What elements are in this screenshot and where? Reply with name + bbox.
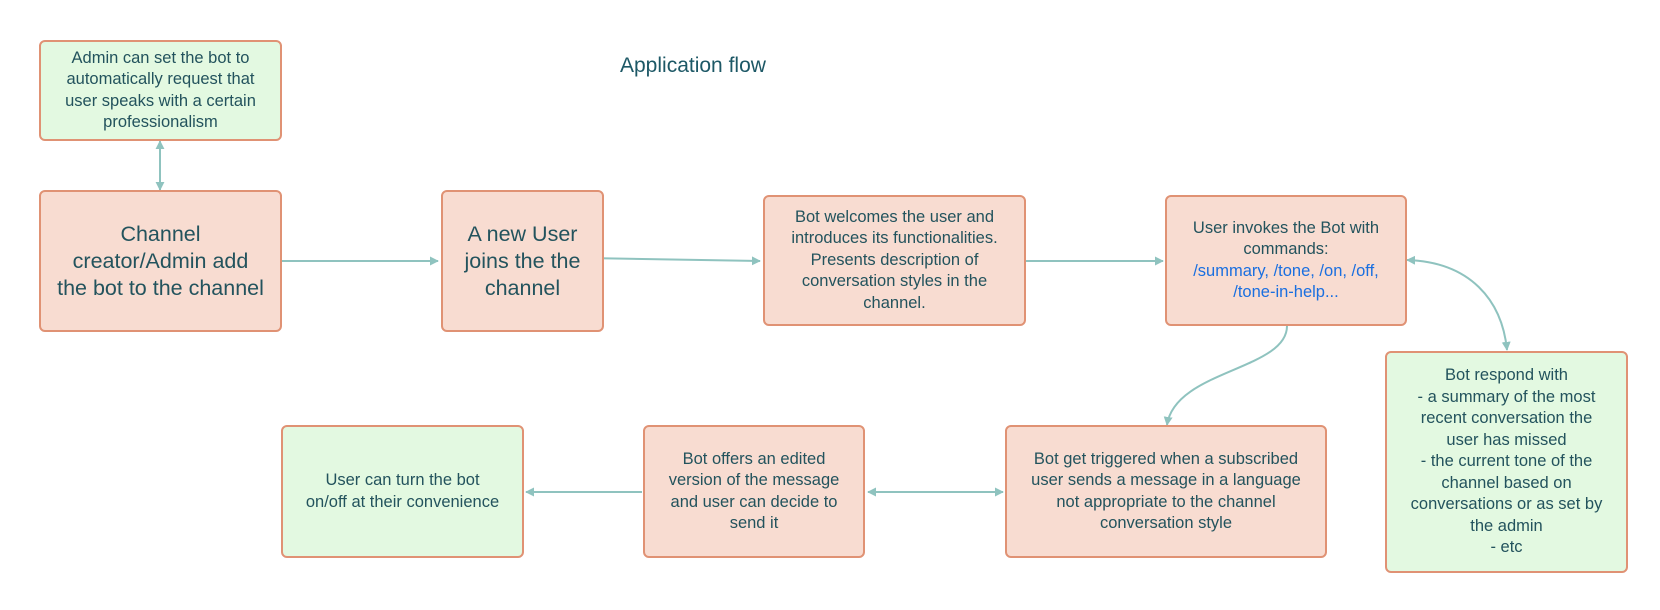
node-user-toggle: User can turn the bot on/off at their co… — [281, 425, 524, 558]
node-channel-creator-text: Channel creator/Admin add the bot to the… — [57, 221, 264, 300]
node-bot-triggered-text: Bot get triggered when a subscribed user… — [1031, 449, 1301, 533]
node-bot-triggered: Bot get triggered when a subscribed user… — [1005, 425, 1327, 558]
connector-user-invokes-to-bot-triggered — [1163, 325, 1288, 426]
node-bot-welcomes-text: Bot welcomes the user and introduces its… — [791, 207, 998, 312]
node-new-user: A new User joins the the channel — [441, 190, 604, 332]
node-user-invokes-content: User invokes the Bot with commands: /sum… — [1193, 218, 1379, 304]
node-bot-respond: Bot respond with - a summary of the most… — [1385, 351, 1628, 573]
node-admin-setting: Admin can set the bot to automatically r… — [39, 40, 282, 141]
connector-user-invokes-to-bot-respond — [1406, 255, 1511, 351]
node-admin-setting-text: Admin can set the bot to automatically r… — [65, 48, 256, 132]
node-bot-offers-text: Bot offers an edited version of the mess… — [668, 449, 840, 533]
node-user-invokes-commands: /summary, /tone, /on, /off, /tone-in-hel… — [1193, 261, 1379, 302]
node-user-invokes: User invokes the Bot with commands: /sum… — [1165, 195, 1407, 326]
node-bot-respond-text: Bot respond with - a summary of the most… — [1410, 366, 1603, 557]
node-channel-creator: Channel creator/Admin add the bot to the… — [39, 190, 282, 332]
node-user-invokes-text: User invokes the Bot with commands: — [1192, 218, 1380, 259]
node-user-toggle-text: User can turn the bot on/off at their co… — [305, 471, 500, 511]
node-bot-offers: Bot offers an edited version of the mess… — [643, 425, 865, 558]
connector-new-user-to-bot-welcomes — [585, 253, 761, 266]
diagram-title: Application flow — [620, 54, 766, 77]
node-new-user-text: A new User joins the the channel — [464, 221, 581, 300]
node-bot-welcomes: Bot welcomes the user and introduces its… — [763, 195, 1026, 326]
